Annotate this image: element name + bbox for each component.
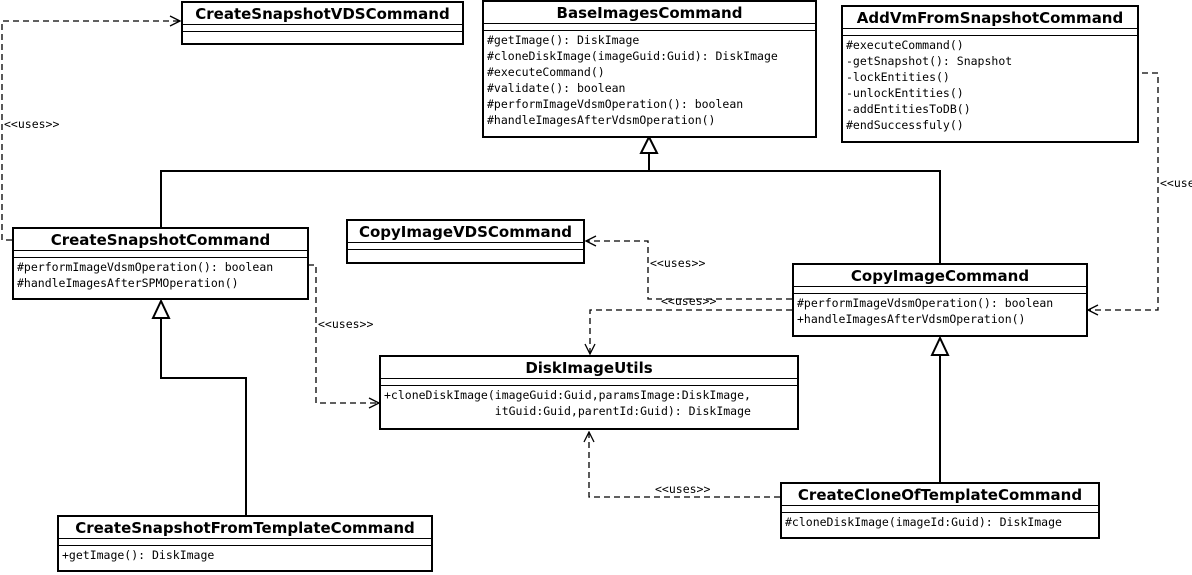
class-base-images-command: BaseImagesCommand #getImage(): DiskImage… (482, 0, 817, 138)
class-add-vm-from-snapshot-command: AddVmFromSnapshotCommand #executeCommand… (841, 5, 1139, 143)
class-create-clone-of-template-command: CreateCloneOfTemplateCommand #cloneDiskI… (780, 482, 1100, 539)
class-name: CreateCloneOfTemplateCommand (797, 486, 1083, 504)
class-create-snapshot-from-template-command: CreateSnapshotFromTemplateCommand +getIm… (57, 515, 433, 572)
attributes-section (348, 242, 583, 249)
class-name: CopyImageVDSCommand (358, 223, 573, 241)
class-create-snapshot-command: CreateSnapshotCommand #performImageVdsmO… (12, 227, 309, 300)
methods-section: +getImage(): DiskImage (59, 545, 431, 564)
inheritance-to-copy-image (930, 335, 950, 483)
attributes-section (484, 23, 815, 30)
class-copy-image-command: CopyImageCommand #performImageVdsmOperat… (792, 263, 1088, 337)
dep-copyimage-to-copyimagevds (586, 241, 792, 300)
methods-section (183, 31, 462, 38)
class-name: CreateSnapshotVDSCommand (195, 5, 450, 23)
class-name: CreateSnapshotCommand (50, 231, 271, 249)
uses-label: <<uses>> (650, 256, 706, 270)
uses-label: <<uses>> (318, 317, 374, 331)
uses-label: <<uses>> (1160, 176, 1192, 190)
dep-clone-to-diskimageutils (589, 432, 780, 498)
attributes-section (14, 250, 307, 257)
methods-section: #performImageVdsmOperation(): boolean #h… (14, 257, 307, 292)
methods-section: #executeCommand() -getSnapshot(): Snapsh… (843, 35, 1137, 134)
attributes-section (183, 24, 462, 31)
class-create-snapshot-vds-command: CreateSnapshotVDSCommand (181, 1, 464, 45)
attributes-section (843, 28, 1137, 35)
inheritance-to-create-snapshot (151, 298, 247, 516)
attributes-section (381, 378, 797, 385)
class-copy-image-vds-command: CopyImageVDSCommand (346, 219, 585, 264)
class-name: BaseImagesCommand (556, 4, 743, 22)
methods-section: #performImageVdsmOperation(): boolean +h… (794, 293, 1086, 328)
inheritance-to-base-images (160, 134, 941, 264)
class-name: AddVmFromSnapshotCommand (856, 9, 1124, 27)
class-name: CreateSnapshotFromTemplateCommand (75, 519, 415, 537)
class-name: DiskImageUtils (525, 359, 653, 377)
dep-createsnapshot-to-vds (1, 21, 180, 241)
uses-label: <<uses>> (655, 482, 711, 496)
methods-section: #getImage(): DiskImage #cloneDiskImage(i… (484, 30, 815, 129)
attributes-section (782, 505, 1098, 512)
dep-addvm-to-copyimage (1088, 72, 1159, 310)
dep-copyimage-to-diskimageutils (590, 309, 792, 354)
attributes-section (59, 538, 431, 545)
methods-section: #cloneDiskImage(imageId:Guid): DiskImage (782, 512, 1098, 531)
class-disk-image-utils: DiskImageUtils +cloneDiskImage(imageGuid… (379, 355, 799, 430)
uses-label: <<uses>> (4, 117, 60, 131)
dep-createsnapshot-to-diskimageutils (308, 264, 379, 403)
uses-label: <<uses>> (661, 294, 717, 308)
attributes-section (794, 286, 1086, 293)
methods-section (348, 249, 583, 256)
methods-section: +cloneDiskImage(imageGuid:Guid,paramsIma… (381, 385, 797, 420)
class-name: CopyImageCommand (850, 267, 1030, 285)
